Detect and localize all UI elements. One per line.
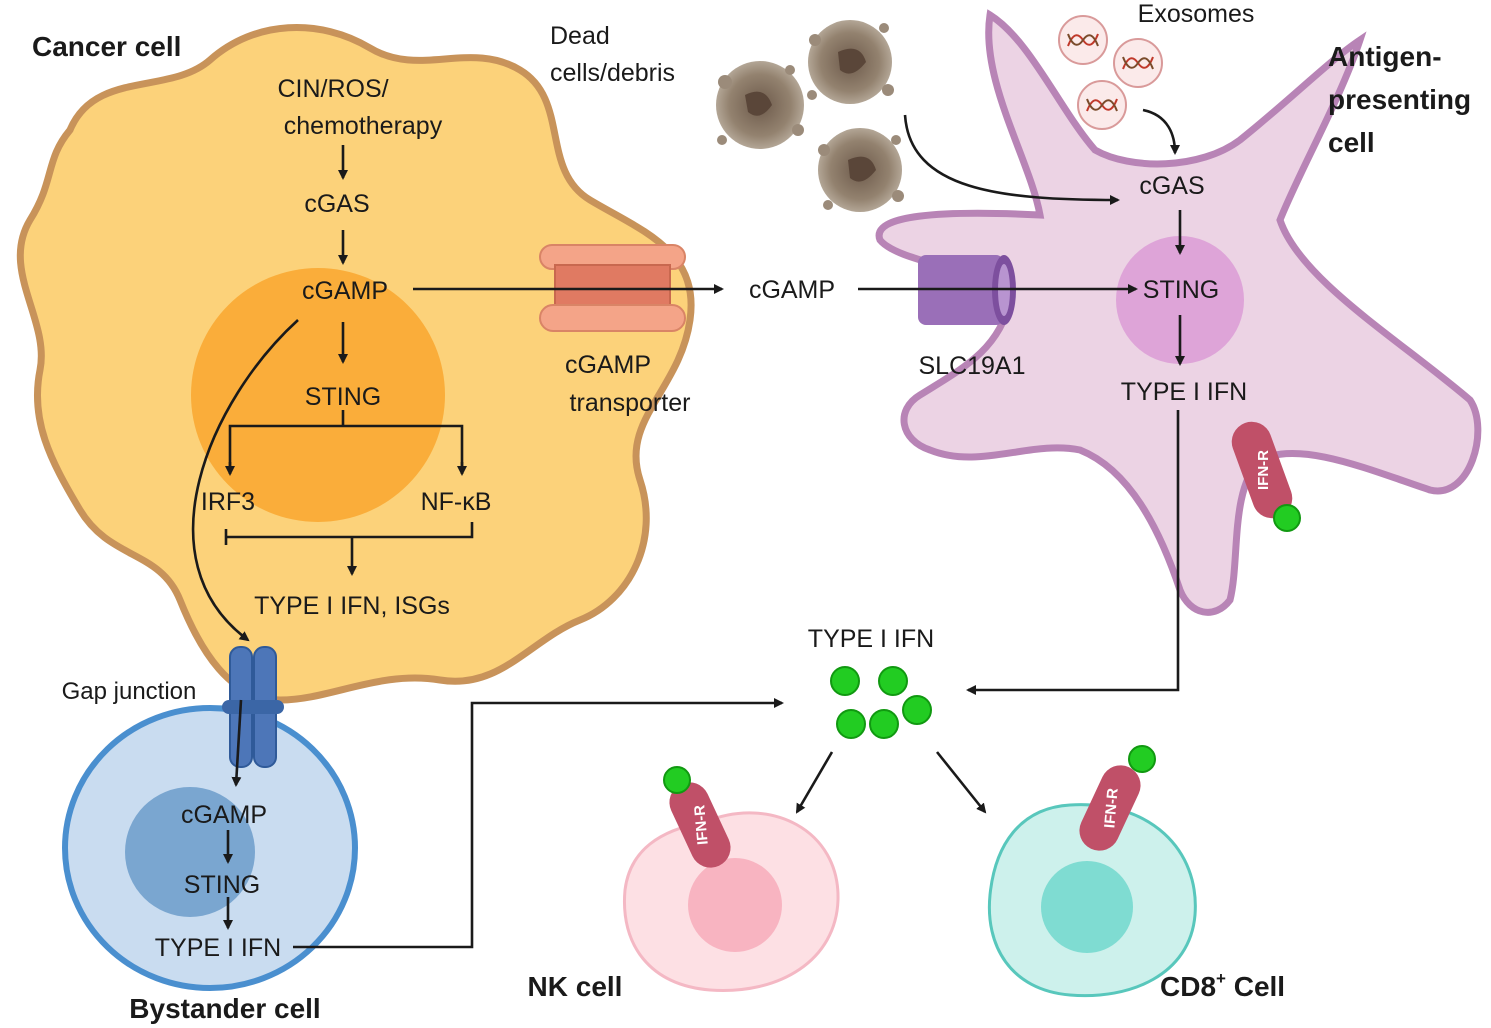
dead-cell-icon-2	[807, 20, 894, 104]
nk-receptor-label: IFN-R	[691, 804, 711, 845]
gap-junction-label: Gap junction	[62, 678, 197, 705]
apc-cgas-label: cGAS	[1139, 172, 1204, 200]
cd8-receptor-label: IFN-R	[1101, 787, 1121, 828]
antigen-presenting-cell	[875, 9, 1482, 616]
cancer-cell-title: Cancer cell	[32, 31, 181, 62]
ifn-receptor-icon: IFN-R IFN-R IFN-R	[663, 421, 1301, 868]
cd8-title-base: CD8	[1160, 971, 1216, 1002]
nk-cell	[622, 811, 840, 992]
apc-sting-label: STING	[1143, 276, 1219, 304]
irf3-label: IRF3	[201, 488, 255, 516]
cd8-title-suffix: Cell	[1226, 971, 1285, 1002]
cd8-cell-nucleus	[1041, 861, 1133, 953]
nfkb-label: NF-κB	[421, 488, 492, 516]
bystander-cell	[62, 705, 358, 991]
bystander-cell-nucleus	[125, 787, 255, 917]
cd8-ifn-receptor: IFN-R	[1079, 765, 1141, 851]
bystander-cell-title: Bystander cell	[129, 993, 320, 1024]
gap-junction-icon	[222, 646, 284, 768]
exosome-3	[1077, 80, 1127, 130]
exosomes-label: Exosomes	[1138, 0, 1255, 28]
dead-cells-line1: Dead	[550, 22, 610, 50]
transporter-line2: transporter	[570, 389, 691, 417]
nk-cell-title: NK cell	[528, 971, 623, 1002]
nk-ifn-dot	[663, 766, 691, 794]
cancer-cell-nucleus	[191, 268, 445, 522]
secreted-ifn-label: TYPE I IFN	[808, 625, 934, 653]
dead-cell-icon	[716, 20, 904, 212]
dead-cell-icon-1	[716, 61, 804, 149]
apc-title-line1: Antigen-	[1328, 41, 1442, 72]
pathway-arrows	[191, 108, 1185, 949]
cancer-cgas-label: cGAS	[304, 190, 369, 218]
bystander-cgamp-label: cGAMP	[181, 801, 267, 829]
bystander-output-label: TYPE I IFN	[155, 934, 281, 962]
exosome-dna-icon	[1058, 15, 1163, 130]
dead-cells-line2: cells/debris	[550, 59, 675, 87]
cancer-sting-label: STING	[305, 383, 381, 411]
secreted-ifn-dots	[830, 666, 932, 739]
trigger-line1: CIN/ROS/	[277, 75, 388, 103]
cd8-cell	[987, 803, 1197, 998]
exosome-1	[1058, 15, 1108, 65]
slc19a1-label: SLC19A1	[918, 352, 1025, 380]
dead-cell-icon-3	[818, 128, 904, 212]
trigger-line2: chemotherapy	[284, 112, 443, 140]
cd8-title-sup: +	[1216, 969, 1226, 988]
cd8-ifn-dot	[1128, 745, 1156, 773]
cgamp-transporter-icon	[539, 244, 686, 332]
nk-ifn-receptor: IFN-R	[669, 782, 731, 868]
exosome-2	[1113, 38, 1163, 88]
apc-receptor-label: IFN-R	[1255, 450, 1272, 490]
extracellular-cgamp-label: cGAMP	[749, 276, 835, 304]
apc-nucleus	[1116, 236, 1244, 364]
apc-ifn-dot	[1273, 504, 1301, 532]
nk-cell-nucleus	[688, 858, 782, 952]
cd8-cell-title: CD8+ Cell	[1160, 969, 1285, 1002]
apc-title-line3: cell	[1328, 127, 1375, 158]
apc-output-label: TYPE I IFN	[1121, 378, 1247, 406]
cancer-cgamp-label: cGAMP	[302, 277, 388, 305]
cancer-output-label: TYPE I IFN, ISGs	[254, 592, 450, 620]
bystander-sting-label: STING	[184, 871, 260, 899]
apc-title-line2: presenting	[1328, 84, 1471, 115]
cancer-cell	[16, 24, 695, 704]
transporter-line1: cGAMP	[565, 351, 651, 379]
apc-ifn-receptor: IFN-R	[1231, 421, 1293, 519]
labels: Cancer cell Antigen- presenting cell Bys…	[32, 0, 1471, 1024]
